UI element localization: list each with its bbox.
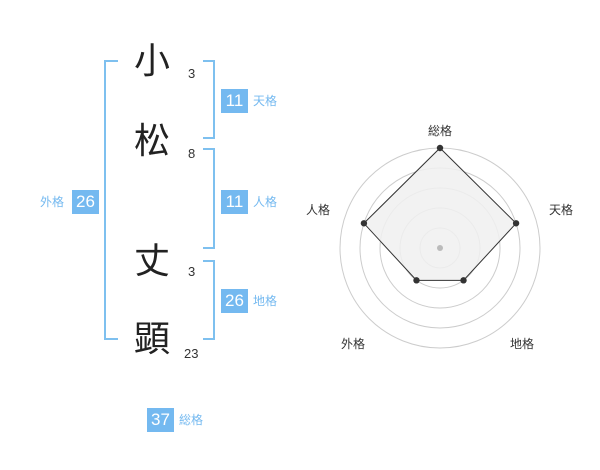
radar-label-gaikaku: 外格 [341, 337, 366, 351]
radar-label-jinkaku: 人格 [306, 203, 331, 217]
radar-point-4 [360, 220, 368, 227]
radar-point-2 [460, 277, 467, 284]
gaikaku-label: 外格 [40, 195, 65, 209]
radar-label-soukaku: 総格 [428, 124, 453, 138]
radar-polygon [363, 147, 517, 281]
name-char-3: 丈 [133, 241, 170, 282]
tenkaku-value: 11 [221, 89, 248, 113]
radar-label-tenkaku: 天格 [549, 203, 574, 217]
name-char-1: 小 [133, 41, 170, 82]
stroke-count-2: 8 [188, 146, 196, 161]
radar-label-chikaku: 地格 [510, 337, 535, 351]
name-char-4: 顕 [133, 319, 170, 360]
stroke-count-4: 23 [184, 346, 199, 361]
chikaku-value: 26 [221, 289, 248, 313]
soukaku-label: 総格 [179, 413, 204, 427]
radar-points [360, 144, 520, 284]
stroke-count-1: 3 [188, 66, 196, 81]
name-char-2: 松 [133, 121, 170, 162]
radar-point-0 [436, 144, 444, 152]
gaikaku-value: 26 [72, 190, 99, 214]
jinkaku-label: 人格 [253, 195, 278, 209]
stroke-count-3: 3 [188, 264, 196, 279]
tenkaku-label: 天格 [253, 94, 278, 108]
jinkaku-value: 11 [221, 190, 248, 214]
chikaku-label: 地格 [253, 294, 278, 308]
soukaku-value: 37 [147, 408, 174, 432]
radar-center-dot [437, 245, 443, 251]
radar-point-1 [512, 220, 520, 227]
radar-point-3 [413, 277, 420, 284]
